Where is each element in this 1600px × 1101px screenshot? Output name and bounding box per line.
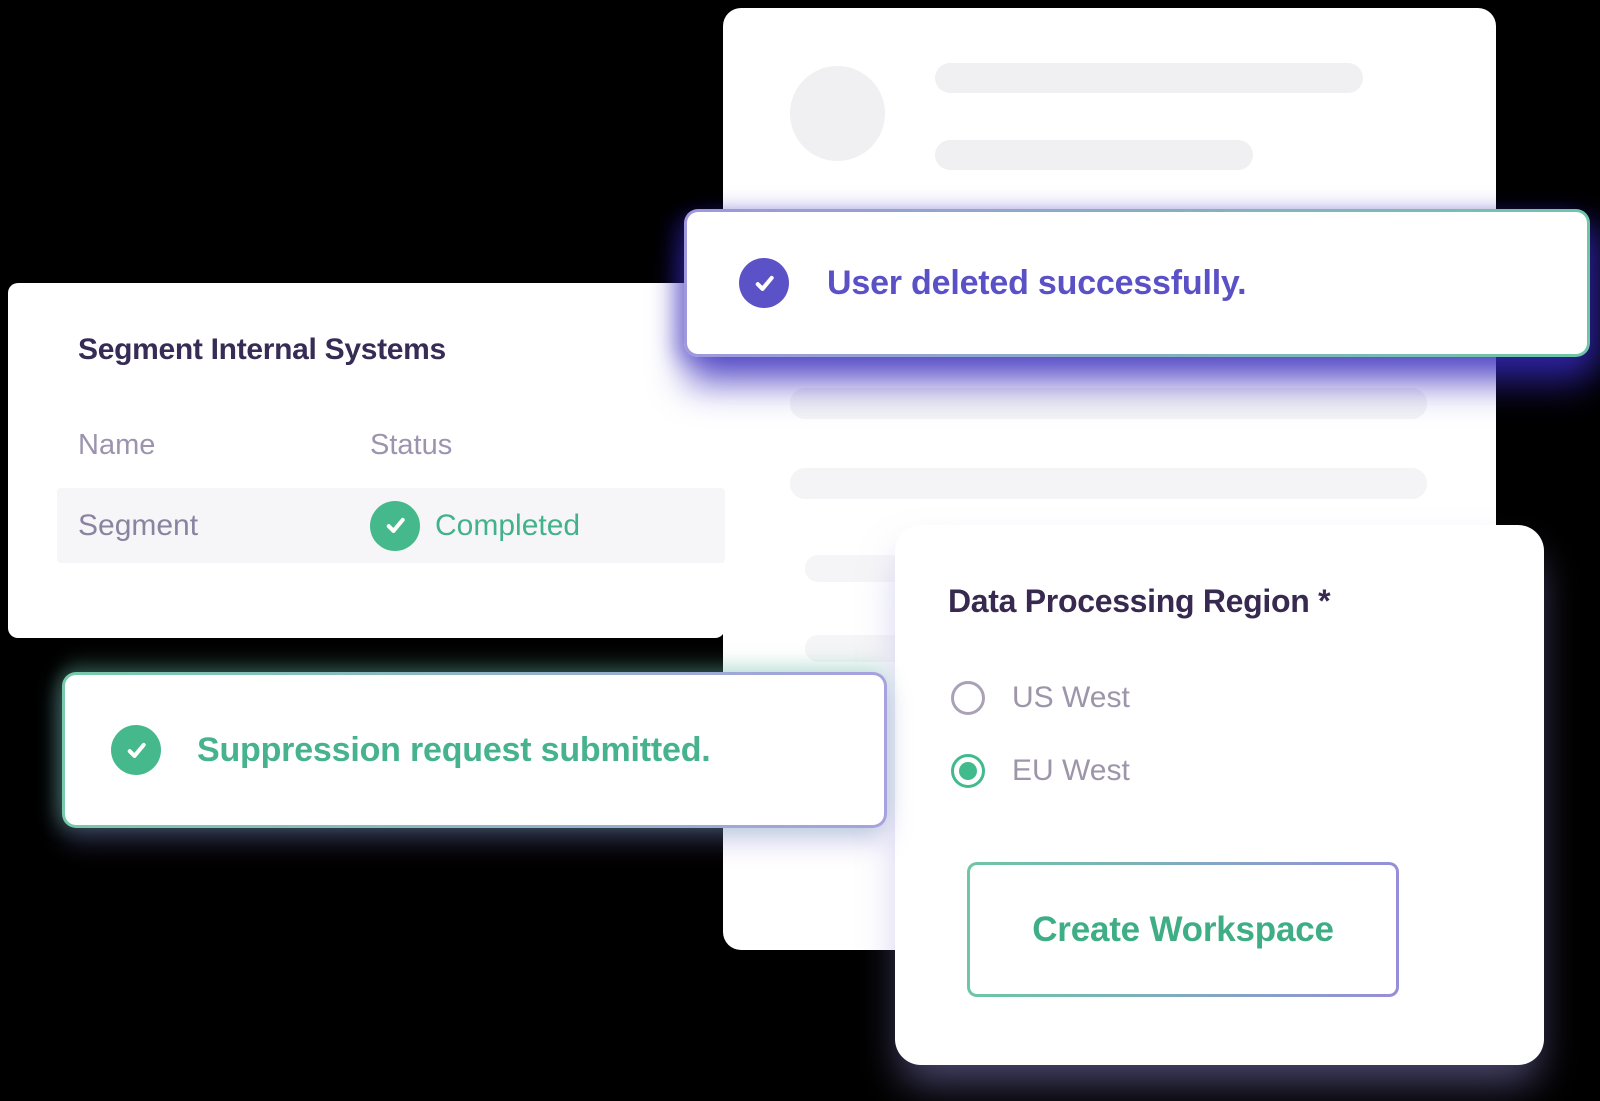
check-icon (386, 517, 405, 533)
skeleton-avatar (790, 66, 885, 161)
row-status-cell: Completed (370, 500, 581, 551)
check-circle-icon (111, 725, 161, 775)
toast-message: Suppression request submitted. (197, 730, 711, 769)
radio-option-eu-west[interactable]: EU West (951, 754, 1130, 788)
radio-unselected-icon[interactable] (951, 681, 985, 715)
column-header-status: Status (370, 429, 453, 461)
skeleton-line (790, 468, 1427, 499)
toast-user-deleted: User deleted successfully. (684, 209, 1590, 357)
status-label: Completed (435, 508, 581, 542)
internal-systems-card: Segment Internal Systems Name Status Seg… (8, 283, 725, 638)
check-circle-icon (739, 258, 789, 308)
skeleton-line (935, 140, 1253, 170)
create-workspace-card: Data Processing Region * US West EU West… (895, 525, 1544, 1065)
toast-suppression-submitted: Suppression request submitted. (62, 672, 887, 828)
radio-selected-icon[interactable] (951, 754, 985, 788)
skeleton-line (790, 388, 1427, 419)
check-icon (755, 275, 774, 291)
check-circle-icon (370, 500, 420, 551)
skeleton-line (935, 63, 1363, 93)
row-name-cell: Segment (78, 508, 199, 542)
radio-option-us-west[interactable]: US West (951, 681, 1130, 715)
radio-option-label: EU West (1012, 754, 1130, 787)
table-row: Segment Completed (57, 488, 725, 563)
card-title: Segment Internal Systems (78, 333, 446, 366)
column-header-name: Name (78, 429, 156, 461)
create-workspace-button[interactable]: Create Workspace (967, 862, 1399, 997)
card-title: Data Processing Region * (948, 583, 1331, 619)
toast-message: User deleted successfully. (827, 263, 1247, 302)
radio-option-label: US West (1012, 681, 1130, 714)
check-icon (127, 742, 146, 758)
